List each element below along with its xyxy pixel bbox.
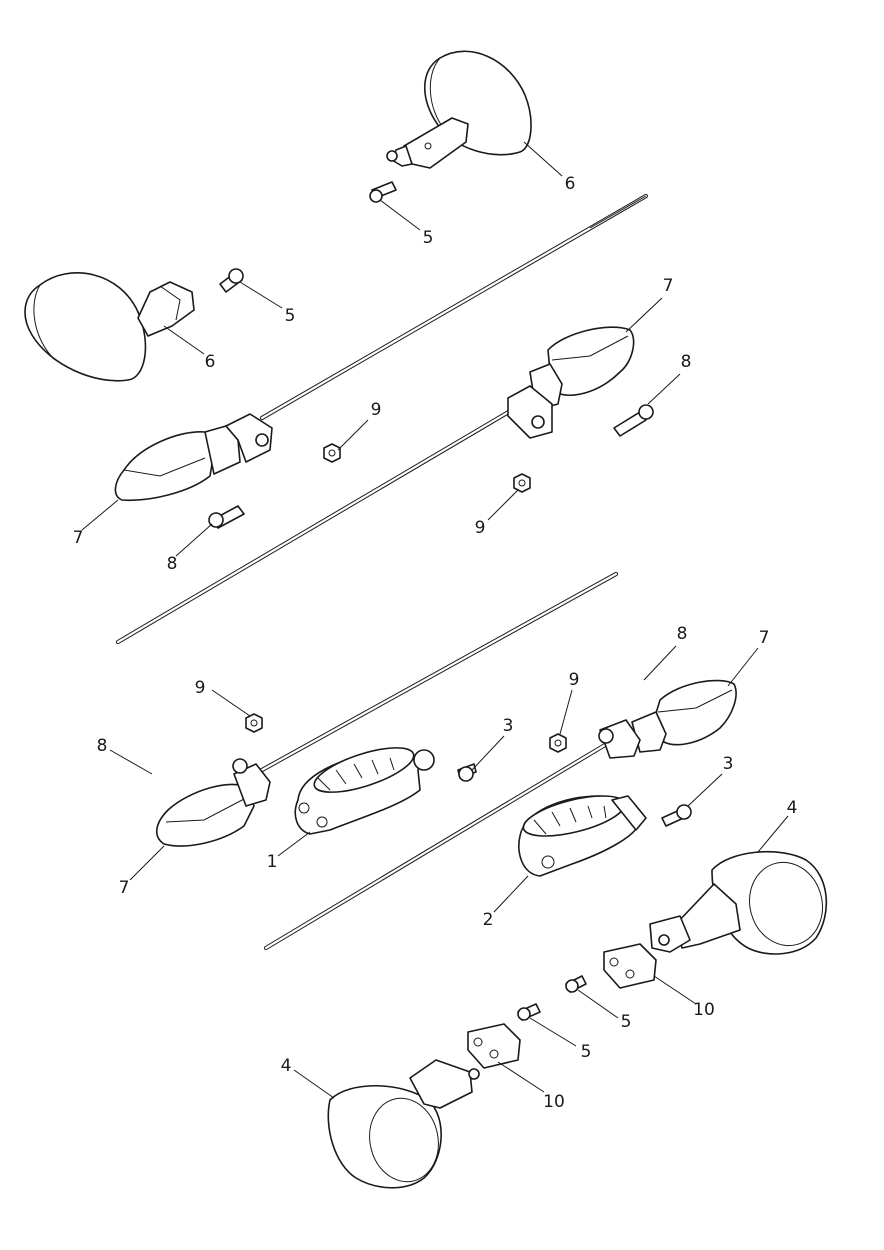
callout-label: 4 bbox=[787, 798, 798, 818]
front-indicator-upper-left bbox=[114, 413, 273, 502]
callout-label: 3 bbox=[723, 754, 734, 774]
callout-label: 5 bbox=[285, 306, 296, 326]
screw-left bbox=[219, 268, 244, 293]
callout-label: 4 bbox=[281, 1056, 292, 1076]
callout-label: 9 bbox=[475, 518, 486, 538]
screw-top bbox=[369, 181, 397, 203]
front-indicator-lower-left bbox=[156, 758, 271, 847]
callout-label: 10 bbox=[543, 1092, 565, 1112]
callout-label: 8 bbox=[97, 736, 108, 756]
screw-spacer-right bbox=[565, 975, 587, 993]
bolt-upper-right bbox=[613, 404, 654, 437]
callout-label: 8 bbox=[677, 624, 688, 644]
nut-lower-middle bbox=[549, 733, 567, 753]
callout-label: 10 bbox=[693, 1000, 715, 1020]
callout-label: 9 bbox=[195, 678, 206, 698]
mounting-clamp-right bbox=[518, 795, 647, 877]
screw-clamp-right bbox=[661, 804, 692, 827]
rear-indicator-lamp-top bbox=[386, 50, 532, 169]
spacer-right bbox=[603, 943, 657, 989]
front-lamp-right bbox=[649, 850, 828, 955]
indicator-cable-lower-right bbox=[263, 739, 613, 951]
callout-label: 7 bbox=[73, 528, 84, 548]
callout-label: 7 bbox=[759, 628, 770, 648]
bolt-upper-left bbox=[208, 505, 245, 529]
callout-label: 7 bbox=[663, 276, 674, 296]
rear-indicator-lamp-left bbox=[24, 272, 195, 382]
nut-upper-left bbox=[323, 443, 341, 463]
screw-spacer-left bbox=[517, 1003, 541, 1021]
nut-upper-right bbox=[513, 473, 531, 493]
callout-label: 3 bbox=[503, 716, 514, 736]
front-indicator-upper-right bbox=[507, 326, 635, 439]
callout-label: 6 bbox=[205, 352, 216, 372]
leader-lines bbox=[81, 141, 789, 1099]
nut-lower-left bbox=[245, 713, 263, 733]
front-indicator-lower-right bbox=[598, 679, 737, 759]
callout-label: 5 bbox=[621, 1012, 632, 1032]
callout-label: 9 bbox=[371, 400, 382, 420]
indicator-cable-upper-front bbox=[115, 407, 515, 645]
callout-label: 5 bbox=[423, 228, 434, 248]
callout-labels: 6 5 5 6 7 8 9 7 8 9 8 7 9 9 8 3 3 4 1 7 … bbox=[73, 174, 798, 1112]
callout-label: 8 bbox=[167, 554, 178, 574]
callout-label: 2 bbox=[483, 910, 494, 930]
front-lamp-left bbox=[327, 1059, 480, 1189]
screw-clamp-left bbox=[457, 763, 477, 782]
callout-label: 8 bbox=[681, 352, 692, 372]
callout-label: 1 bbox=[267, 852, 278, 872]
callout-label: 6 bbox=[565, 174, 576, 194]
callout-label: 9 bbox=[569, 670, 580, 690]
indicator-cable-upper-rear bbox=[259, 193, 649, 421]
indicator-cable-lower-left bbox=[259, 571, 619, 773]
callout-label: 7 bbox=[119, 878, 130, 898]
spacer-left bbox=[467, 1023, 521, 1069]
mounting-clamp-left bbox=[294, 747, 435, 835]
callout-label: 5 bbox=[581, 1042, 592, 1062]
